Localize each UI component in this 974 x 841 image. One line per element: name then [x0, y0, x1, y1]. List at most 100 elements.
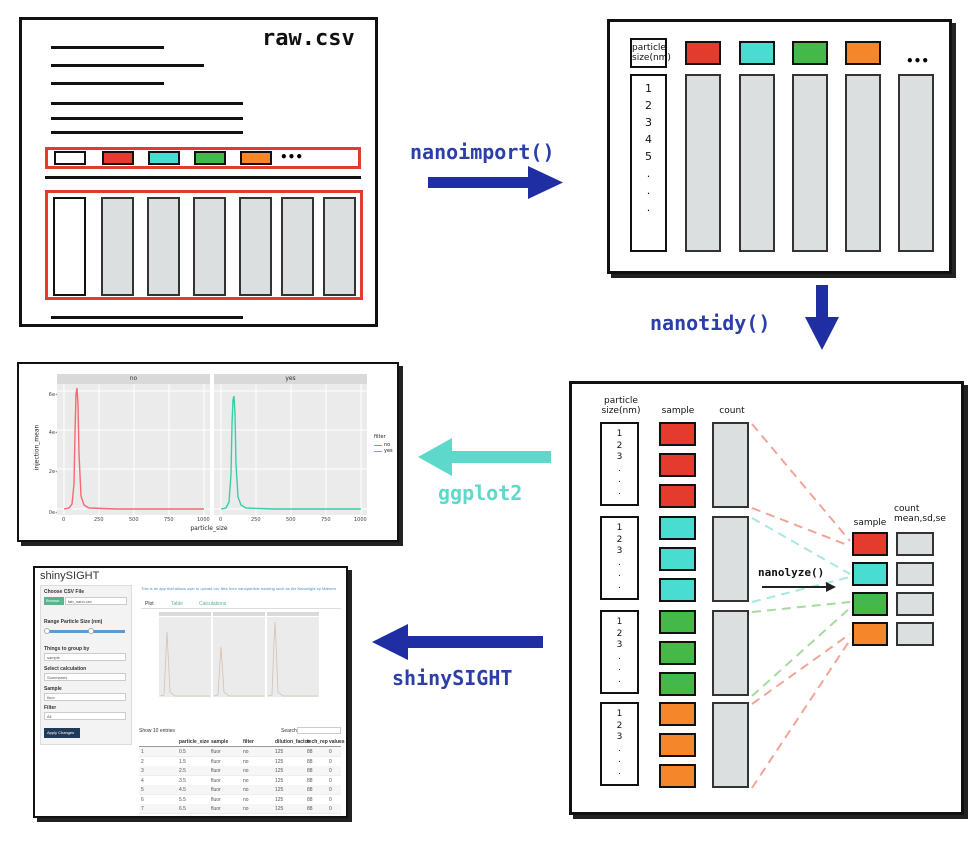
- table-cell: 0: [329, 777, 332, 784]
- summary-count-cell: [896, 532, 934, 556]
- text-line: [51, 316, 243, 319]
- table-cell: 0: [329, 796, 332, 803]
- file-name-value: fab_nano.csv: [68, 599, 92, 604]
- data-column: [101, 197, 134, 296]
- table-cell: 4.5: [179, 787, 186, 793]
- count-block: [712, 610, 749, 696]
- show-entries[interactable]: Show 10 entries: [139, 728, 175, 734]
- shiny-arrow: [372, 624, 543, 660]
- wide-table-box: particle size(nm) ••• 1 2 3 4 5 . . .: [607, 19, 952, 274]
- legend: filter no yes: [374, 434, 393, 454]
- sample-header-swatch: [845, 41, 881, 65]
- app-description: This is an app that allows user to uploa…: [141, 586, 337, 591]
- sample-cell: [659, 578, 696, 602]
- table-header-cell[interactable]: particle_size: [179, 739, 210, 745]
- table-cell: 0.5: [179, 749, 186, 755]
- summary-count-header: count mean,sd,se: [894, 504, 946, 524]
- tab-plot[interactable]: Plot: [145, 601, 154, 607]
- table-cell: 0: [329, 758, 332, 765]
- particle-size-header-label: particle size(nm): [632, 43, 671, 63]
- table-header-cell[interactable]: dilution_factor: [275, 739, 310, 745]
- facet-strip-no: no: [57, 374, 210, 384]
- table-header-cell[interactable]: filter: [243, 739, 254, 745]
- sample-column: [898, 74, 934, 252]
- table-cell: fluor: [211, 758, 221, 765]
- summary-count-cell: [896, 622, 934, 646]
- sample-select[interactable]: fluor: [44, 693, 126, 701]
- table-cell: 0: [329, 787, 332, 793]
- table-cell: fluor: [211, 777, 221, 784]
- id-block: 1 2 3 . . .: [600, 516, 639, 600]
- table-cell: 125: [275, 768, 284, 774]
- table-cell: 2.5: [179, 768, 186, 774]
- sample-cell: [659, 516, 696, 540]
- summary-sample-cell: [852, 592, 888, 616]
- count-block: [712, 422, 749, 508]
- sidebar-panel: Choose CSV File Browse... fab_nano.csv R…: [40, 585, 132, 745]
- file-name-field[interactable]: fab_nano.csv: [65, 597, 127, 605]
- table-cell: 4: [141, 777, 144, 784]
- data-column: [193, 197, 226, 296]
- table-header-cell[interactable]: tech_rep: [307, 739, 328, 745]
- sample-column: [739, 74, 775, 252]
- choose-csv-label: Choose CSV File: [44, 589, 85, 595]
- header-highlight: [45, 147, 361, 169]
- table-cell: fluor: [211, 796, 221, 803]
- sample-label: Sample: [44, 686, 62, 692]
- sample-column: [685, 74, 721, 252]
- shiny-app-screenshot: shinySIGHT Choose CSV File Browse... fab…: [33, 566, 348, 818]
- legend-item-yes: yes: [374, 448, 393, 454]
- sample-cell: [659, 672, 696, 696]
- apply-changes-button[interactable]: Apply Changes: [44, 728, 80, 738]
- sample-cell: [659, 422, 696, 446]
- search-input[interactable]: [297, 727, 341, 734]
- table-header-cell[interactable]: sample: [211, 739, 229, 745]
- x-tick: 250: [251, 517, 261, 523]
- panel-no: [57, 384, 210, 515]
- table-cell: 5: [141, 787, 144, 793]
- nanotidy-label: nanotidy(): [650, 311, 771, 335]
- summary-sample-cell: [852, 562, 888, 586]
- table-cell: 88: [307, 806, 313, 812]
- panel-yes: [214, 384, 367, 515]
- tab-calculations[interactable]: Calculations: [199, 601, 227, 607]
- id-values: 1 2 3 . . .: [616, 523, 623, 591]
- range-slider[interactable]: [45, 630, 125, 633]
- summary-sample-cell: [852, 622, 888, 646]
- x-tick: 500: [129, 517, 139, 523]
- sample-cell: [659, 641, 696, 665]
- app-title: shinySIGHT: [40, 570, 100, 582]
- table-cell: no: [243, 749, 249, 755]
- filter-select[interactable]: All: [44, 712, 126, 720]
- table-cell: fluor: [211, 768, 221, 774]
- browse-button[interactable]: Browse...: [44, 597, 64, 605]
- sample-col-header: sample: [661, 406, 695, 416]
- group-by-select[interactable]: sample: [44, 653, 126, 661]
- x-ticks-left: 0 250 500 750 1000: [57, 517, 210, 525]
- sample-value: fluor: [47, 695, 55, 700]
- count-block: [712, 702, 749, 788]
- table-header-cell[interactable]: values: [329, 739, 345, 745]
- id-values: 1 2 3 . . .: [616, 617, 623, 685]
- slider-handle-right[interactable]: [88, 628, 94, 634]
- calc-select[interactable]: Summaries: [44, 673, 126, 681]
- particle-size-column: 1 2 3 4 5 . . .: [630, 74, 667, 252]
- legend-item-no: no: [374, 442, 393, 448]
- x-tick: 750: [321, 517, 331, 523]
- id-values: 1 2 3 . . .: [616, 429, 623, 497]
- nanoimport-label: nanoimport(): [410, 140, 555, 164]
- id-block: 1 2 3 . . .: [600, 610, 639, 694]
- summary-sample-cell: [852, 532, 888, 556]
- sample-column: [792, 74, 828, 252]
- raw-csv-filename: raw.csv: [262, 26, 355, 51]
- table-cell: fluor: [211, 787, 221, 793]
- slider-handle-left[interactable]: [44, 628, 50, 634]
- tab-table[interactable]: Table: [171, 601, 183, 607]
- table-cell: fluor: [211, 806, 221, 812]
- summary-connectors: [751, 423, 851, 789]
- table-cell: 125: [275, 758, 284, 765]
